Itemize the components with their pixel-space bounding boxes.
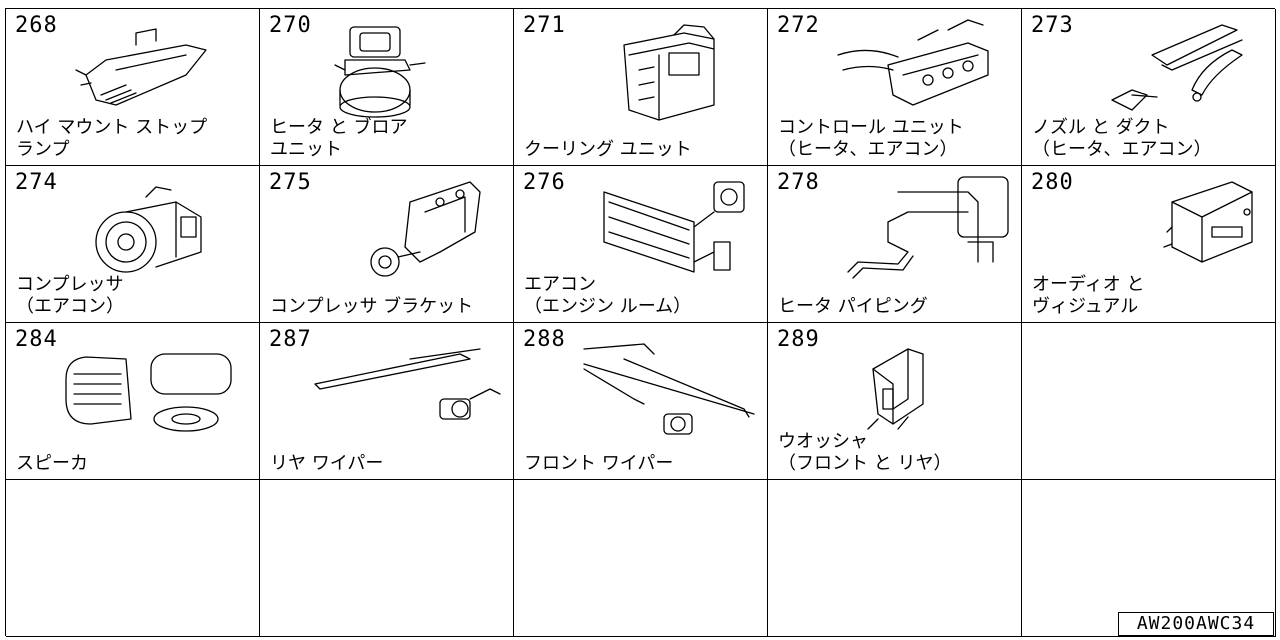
empty-cell: [1022, 323, 1276, 480]
part-number: 274: [15, 170, 58, 195]
heater-blower-unit-icon: [310, 15, 500, 125]
part-label: コンプレッサ （エアコン）: [16, 274, 124, 317]
empty-cell: [514, 480, 768, 637]
part-number: 284: [15, 327, 58, 352]
audio-visual-icon: [1072, 172, 1262, 282]
part-label: クーリング ユニット: [524, 139, 692, 160]
part-label: ハイ マウント ストップ ランプ: [16, 117, 208, 160]
front-wiper-icon: [564, 329, 755, 439]
part-cell-276[interactable]: 276 エアコン （エンジン ルーム）: [514, 166, 768, 323]
control-unit-icon: [818, 15, 1008, 125]
part-cell-287[interactable]: 287 リヤ ワイパー: [260, 323, 514, 480]
part-cell-271[interactable]: 271 クーリング ユニット: [514, 9, 768, 166]
part-number: 288: [523, 327, 566, 352]
part-label: フロント ワイパー: [524, 453, 674, 474]
part-label: コンプレッサ ブラケット: [270, 296, 474, 317]
empty-cell: [6, 480, 260, 637]
part-cell-273[interactable]: 273 ノズル と ダクト （ヒータ、エアコン）: [1022, 9, 1276, 166]
empty-cell: [1022, 480, 1276, 637]
part-number: 268: [15, 13, 58, 38]
compressor-bracket-icon: [310, 172, 500, 282]
speaker-icon: [56, 329, 246, 439]
part-cell-280[interactable]: 280 オーディオ と ヴィジュアル: [1022, 166, 1276, 323]
high-mount-stop-lamp-icon: [56, 15, 246, 125]
part-label: ヒータ パイピング: [778, 296, 928, 317]
part-cell-284[interactable]: 284 スピーカ: [6, 323, 260, 480]
part-number: 289: [777, 327, 820, 352]
cooling-unit-icon: [564, 15, 754, 125]
part-cell-274[interactable]: 274 コンプレッサ （エアコン）: [6, 166, 260, 323]
part-number: 272: [777, 13, 820, 38]
rear-wiper-icon: [310, 329, 501, 439]
diagram-code: AW200AWC34: [1118, 612, 1274, 636]
part-number: 275: [269, 170, 312, 195]
part-cell-272[interactable]: 272 コントロール ユニット （ヒータ、エアコン）: [768, 9, 1022, 166]
part-cell-268[interactable]: 268 ハイ マウント ストップ ランプ: [6, 9, 260, 166]
part-label: ノズル と ダクト （ヒータ、エアコン）: [1032, 117, 1212, 160]
part-number: 271: [523, 13, 566, 38]
part-cell-270[interactable]: 270 ヒータ と ブロア ユニット: [260, 9, 514, 166]
part-cell-275[interactable]: 275 コンプレッサ ブラケット: [260, 166, 514, 323]
part-label: コントロール ユニット （ヒータ、エアコン）: [778, 117, 964, 160]
empty-cell: [768, 480, 1022, 637]
part-label: エアコン （エンジン ルーム）: [524, 274, 692, 317]
part-label: ウオッシャ （フロント と リヤ）: [778, 431, 952, 474]
part-number: 278: [777, 170, 820, 195]
empty-cell: [260, 480, 514, 637]
aircon-engine-room-icon: [564, 172, 754, 282]
part-number: 276: [523, 170, 566, 195]
part-number: 270: [269, 13, 312, 38]
washer-icon: [818, 329, 1008, 439]
part-label: スピーカ: [16, 453, 88, 474]
part-label: ヒータ と ブロア ユニット: [270, 117, 408, 160]
part-number: 287: [269, 327, 312, 352]
part-cell-278[interactable]: 278 ヒータ パイピング: [768, 166, 1022, 323]
part-number: 273: [1031, 13, 1074, 38]
part-number: 280: [1031, 170, 1074, 195]
part-cell-289[interactable]: 289 ウオッシャ （フロント と リヤ）: [768, 323, 1022, 480]
parts-index-grid: 268 ハイ マウント ストップ ランプ 270 ヒータ と ブロア ユニット 271 ク…: [5, 8, 1276, 637]
compressor-icon: [56, 172, 246, 282]
part-label: リヤ ワイパー: [270, 453, 384, 474]
heater-piping-icon: [818, 172, 1009, 282]
part-cell-288[interactable]: 288 フロント ワイパー: [514, 323, 768, 480]
part-label: オーディオ と ヴィジュアル: [1032, 274, 1145, 317]
nozzle-duct-icon: [1072, 15, 1262, 125]
